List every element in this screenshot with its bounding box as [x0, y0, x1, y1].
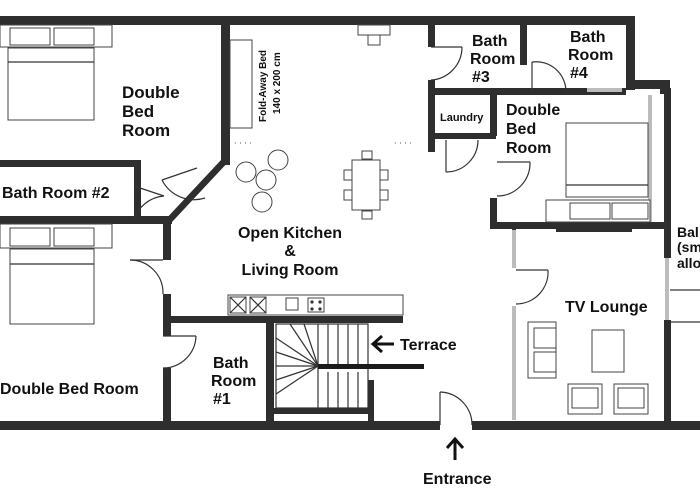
bath-4-line1: Bath	[570, 29, 606, 46]
bath-3-line3: #3	[472, 69, 490, 86]
bedroom-3-line2: Bed	[506, 121, 536, 138]
lounge-furniture	[527, 321, 649, 415]
walls	[0, 16, 700, 430]
furniture: · · · · · · · ·	[0, 24, 651, 415]
bedroom-1-line2: Bed	[122, 102, 154, 121]
kitchen-counter	[227, 294, 404, 316]
bedroom-3-line3: Room	[506, 140, 551, 157]
bath-1-line2: Room	[211, 373, 256, 390]
balcony-line3: allo	[677, 255, 700, 271]
bath-4-line3: #4	[570, 65, 588, 82]
room-labels: Double Bed Room Fold-Away Bed 140 x 200 …	[0, 29, 700, 488]
tv-lounge-label: TV Lounge	[565, 299, 648, 316]
bath-3-line1: Bath	[472, 33, 508, 50]
laundry-label: Laundry	[440, 112, 484, 124]
arrow-left-icon	[370, 334, 394, 354]
entrance-label: Entrance	[423, 471, 492, 488]
arrow-up-icon	[445, 436, 465, 460]
staircase	[275, 323, 424, 409]
bedroom-1-line3: Room	[122, 121, 170, 140]
foldaway-label-line2: 140 x 200 cm	[272, 52, 283, 114]
balcony-line2: (sm	[677, 239, 700, 255]
bedroom-1-line1: Double	[122, 83, 180, 102]
svg-text:· · · ·: · · · ·	[394, 139, 412, 148]
kitchen-line2: &	[284, 243, 296, 260]
foldaway-bed	[229, 39, 253, 129]
bed-top-left	[0, 24, 113, 121]
terrace-label: Terrace	[400, 337, 457, 354]
doors	[129, 46, 700, 426]
armchairs	[235, 149, 289, 213]
bedroom-2-label: Double Bed Room	[0, 381, 139, 398]
foldaway-label-line1: Fold-Away Bed	[258, 50, 269, 122]
bed-right	[545, 122, 651, 223]
bath-1-line1: Bath	[213, 355, 249, 372]
svg-text:· · · ·: · · · ·	[234, 139, 252, 148]
balcony-line1: Bal	[677, 224, 699, 240]
bath-3-line2: Room	[470, 51, 515, 68]
bedroom-3-line1: Double	[506, 102, 560, 119]
bath-1-line3: #1	[213, 391, 231, 408]
bed-lower-left	[0, 223, 113, 325]
bath-2-label: Bath Room #2	[2, 185, 110, 202]
bath-4-line2: Room	[568, 47, 613, 64]
dining-table	[343, 150, 389, 220]
kitchen-line1: Open Kitchen	[238, 225, 342, 242]
kitchen-line3: Living Room	[242, 262, 339, 279]
